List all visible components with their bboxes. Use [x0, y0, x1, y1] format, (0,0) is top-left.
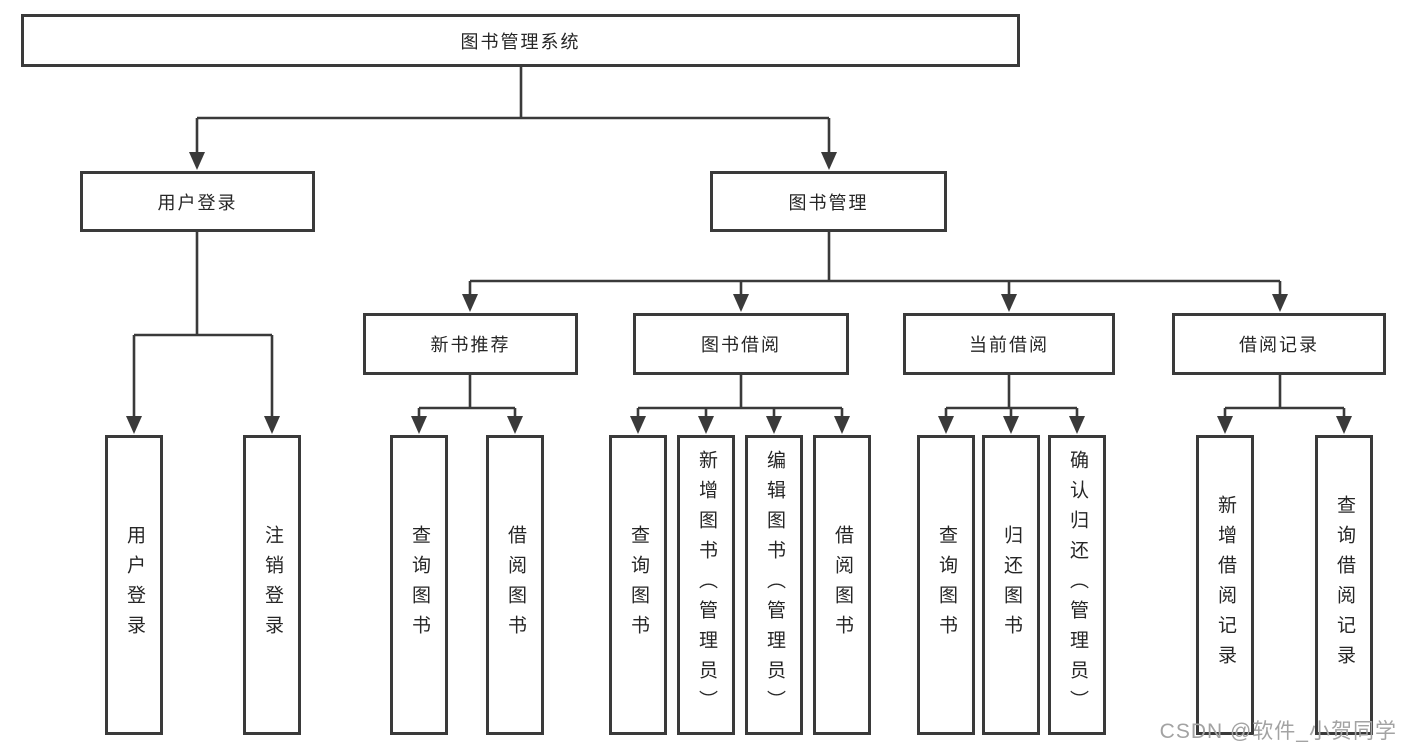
- arrow-down-icon: [698, 416, 714, 434]
- node-book-borrow: 图书借阅: [633, 313, 849, 375]
- arrow-down-icon: [821, 152, 837, 170]
- arrow-down-icon: [189, 152, 205, 170]
- leaf-label: 确认归还（管理员）: [1066, 450, 1088, 720]
- connector-new-book: [417, 375, 517, 419]
- leaf-edit-book-admin: 编辑图书（管理员）: [745, 435, 803, 735]
- leaf-borrow-book-1: 借阅图书: [486, 435, 544, 735]
- node-current-borrow: 当前借阅: [903, 313, 1115, 375]
- arrow-down-icon: [766, 416, 782, 434]
- arrow-down-icon: [630, 416, 646, 434]
- node-root: 图书管理系统: [21, 14, 1020, 67]
- node-new-book-recommend: 新书推荐: [363, 313, 578, 375]
- arrow-down-icon: [1001, 294, 1017, 312]
- leaf-label: 借阅图书: [504, 525, 526, 645]
- leaf-return-book: 归还图书: [982, 435, 1040, 735]
- node-borrow-record: 借阅记录: [1172, 313, 1386, 375]
- leaf-label: 新增图书（管理员）: [695, 450, 717, 720]
- arrow-down-icon: [1217, 416, 1233, 434]
- arrow-down-icon: [834, 416, 850, 434]
- arrow-down-icon: [1003, 416, 1019, 434]
- leaf-label: 注销登录: [261, 525, 283, 645]
- leaf-label: 查询图书: [627, 525, 649, 645]
- connector-user-login: [132, 232, 274, 419]
- leaf-confirm-return-admin: 确认归还（管理员）: [1048, 435, 1106, 735]
- arrow-down-icon: [126, 416, 142, 434]
- leaf-user-login: 用户登录: [105, 435, 163, 735]
- leaf-label: 归还图书: [1000, 525, 1022, 645]
- leaf-add-borrow-record: 新增借阅记录: [1196, 435, 1254, 735]
- leaf-label: 查询图书: [408, 525, 430, 645]
- leaf-label: 查询借阅记录: [1333, 495, 1355, 675]
- arrow-down-icon: [733, 294, 749, 312]
- leaf-label: 新增借阅记录: [1214, 495, 1236, 675]
- arrow-down-icon: [1272, 294, 1288, 312]
- leaf-label: 编辑图书（管理员）: [763, 450, 785, 720]
- arrow-down-icon: [1336, 416, 1352, 434]
- connector-current-borrow: [944, 375, 1079, 419]
- arrow-down-icon: [411, 416, 427, 434]
- arrow-down-icon: [507, 416, 523, 434]
- leaf-add-book-admin: 新增图书（管理员）: [677, 435, 735, 735]
- arrow-down-icon: [462, 294, 478, 312]
- leaf-label: 用户登录: [123, 525, 145, 645]
- connector-borrow-record: [1223, 375, 1346, 419]
- node-user-login: 用户登录: [80, 171, 315, 232]
- leaf-query-book-3: 查询图书: [917, 435, 975, 735]
- connector-book-management: [468, 232, 1282, 297]
- connector-root: [195, 67, 831, 155]
- leaf-label: 借阅图书: [831, 525, 853, 645]
- leaf-query-borrow-record: 查询借阅记录: [1315, 435, 1373, 735]
- leaf-label: 查询图书: [935, 525, 957, 645]
- arrow-down-icon: [1069, 416, 1085, 434]
- leaf-logout: 注销登录: [243, 435, 301, 735]
- leaf-borrow-book-2: 借阅图书: [813, 435, 871, 735]
- leaf-query-book-2: 查询图书: [609, 435, 667, 735]
- node-book-management: 图书管理: [710, 171, 947, 232]
- arrow-down-icon: [264, 416, 280, 434]
- connector-book-borrow: [636, 375, 844, 419]
- arrow-down-icon: [938, 416, 954, 434]
- leaf-query-book-1: 查询图书: [390, 435, 448, 735]
